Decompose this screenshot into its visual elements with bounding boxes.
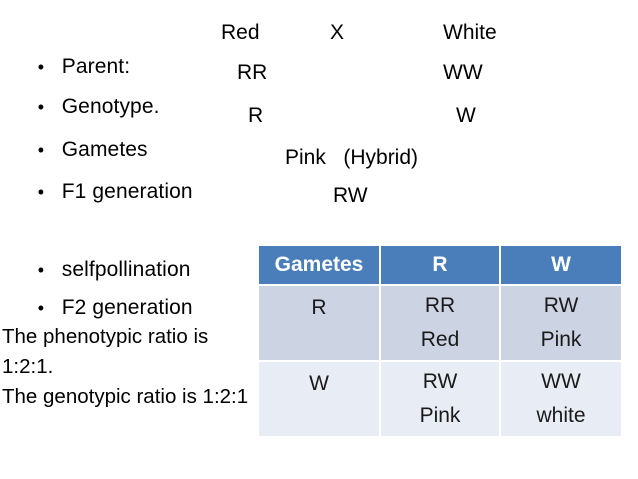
punnett-header-gametes: Gametes: [259, 246, 381, 285]
cross-symbol: X: [330, 21, 345, 44]
punnett-cell-rw-top-genotype: RW: [543, 294, 579, 317]
f1-phenotype-hybrid: Pink (Hybrid): [285, 146, 419, 169]
punnett-cell-rr-phenotype: Red: [420, 328, 460, 351]
punnett-header-r: R: [380, 246, 501, 285]
parent-trait-white: White: [443, 21, 497, 44]
punnett-row-label-r: R: [259, 284, 381, 361]
table-row: W RW Pink WW white: [259, 360, 621, 436]
genotype-rr: RR: [237, 61, 268, 84]
punnett-cell-rw-bottom-genotype: RW: [422, 370, 458, 393]
bullet-marker-icon: •: [37, 260, 45, 280]
punnett-cell-rw-top: RW Pink: [500, 284, 621, 361]
punnett-cell-rr-genotype: RR: [424, 294, 456, 317]
bullet-parent: • Parent:: [14, 16, 130, 78]
punnett-row-label-w-text: W: [309, 372, 329, 395]
bullet-marker-icon: •: [37, 97, 45, 117]
ratio-description: The phenotypic ratio is 1:2:1. The genot…: [2, 325, 249, 408]
bullet-label-f2-generation: F2 generation: [61, 296, 193, 319]
punnett-square-table: Gametes R W R RR Red RW: [259, 246, 621, 436]
punnett-cell-rw-bottom: RW Pink: [380, 360, 501, 436]
parent-trait-red: Red: [221, 21, 260, 44]
bullet-genotype: • Genotype.: [14, 56, 160, 118]
punnett-row-label-w: W: [259, 360, 381, 436]
punnett-cell-rw-top-phenotype: Pink: [540, 328, 582, 351]
table-row: R RR Red RW Pink: [259, 284, 621, 361]
bullet-marker-icon: •: [37, 298, 45, 318]
bullet-f1-generation: • F1 generation: [14, 141, 193, 203]
punnett-cell-ww-genotype: WW: [541, 370, 581, 393]
f1-genotype-rw: RW: [333, 184, 368, 207]
bullet-selfpollination: • selfpollination: [14, 219, 191, 281]
bullet-f2-generation: • F2 generation: [14, 257, 193, 319]
genotype-ww: WW: [443, 61, 483, 84]
punnett-header-row: Gametes R W: [259, 246, 621, 285]
punnett-cell-ww: WW white: [500, 360, 621, 436]
bullet-gametes: • Gametes: [14, 99, 148, 161]
bullet-marker-icon: •: [37, 140, 45, 160]
bullet-label-gametes: Gametes: [61, 138, 148, 161]
gamete-r: R: [248, 104, 264, 127]
punnett-row-label-r-text: R: [311, 296, 327, 319]
punnett-cell-rw-bottom-phenotype: Pink: [419, 404, 461, 427]
punnett-cell-ww-phenotype: white: [536, 404, 586, 427]
bullet-label-f1-generation: F1 generation: [61, 180, 193, 203]
bullet-marker-icon: •: [37, 182, 45, 202]
bullet-label-selfpollination: selfpollination: [61, 258, 191, 281]
bullet-marker-icon: •: [37, 57, 45, 77]
punnett-header-w: W: [500, 246, 621, 285]
bullet-label-genotype: Genotype.: [61, 95, 160, 118]
gamete-w: W: [456, 104, 476, 127]
bullet-label-parent: Parent:: [61, 55, 131, 78]
punnett-cell-rr: RR Red: [380, 284, 501, 361]
